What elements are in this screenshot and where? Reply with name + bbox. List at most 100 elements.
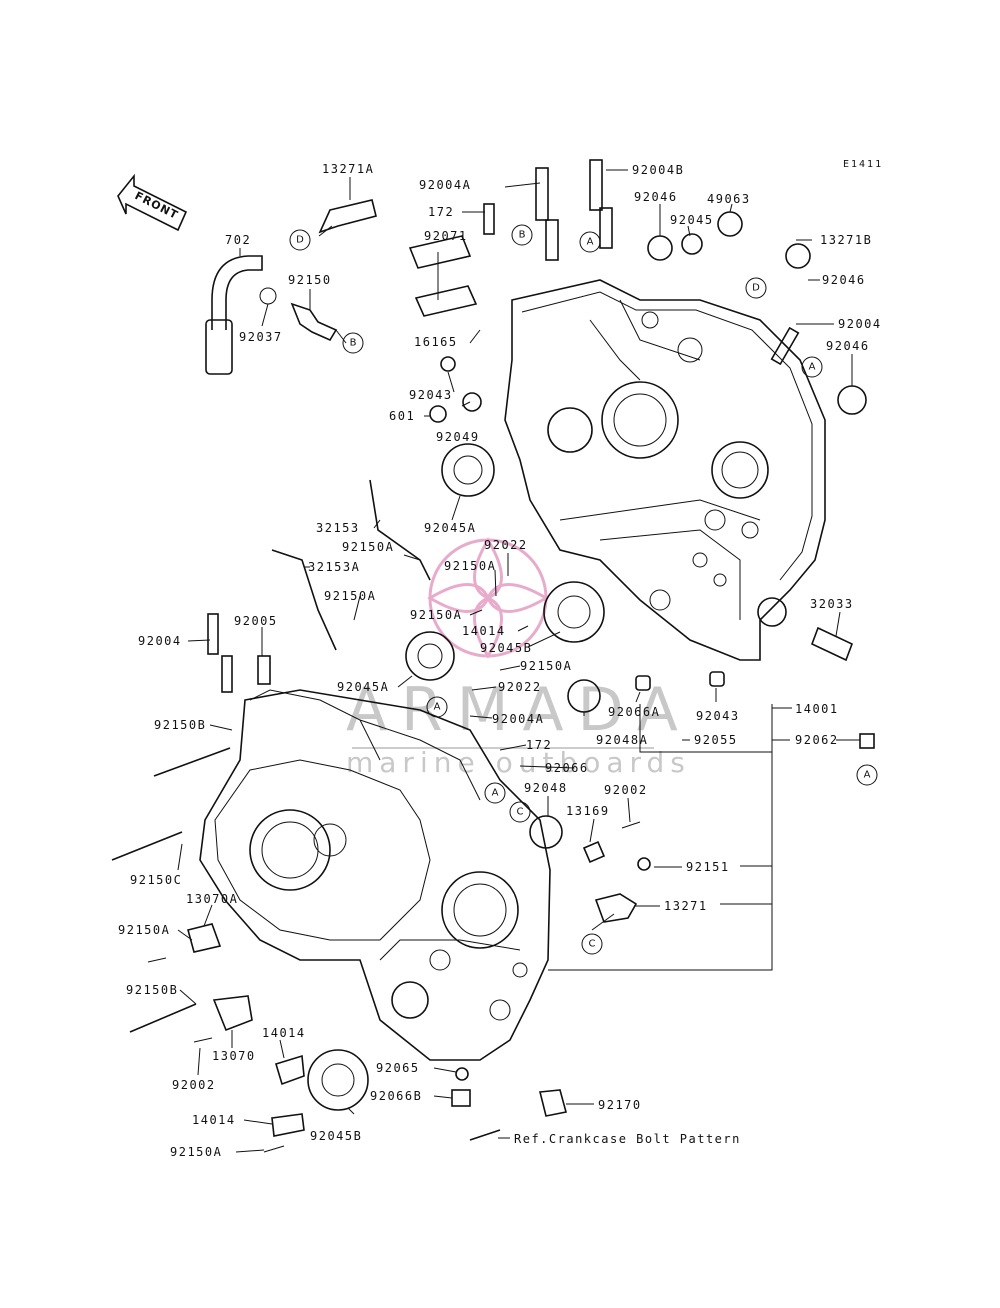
- label-32033: 32033: [810, 597, 854, 611]
- label-92066A: 92066A: [608, 705, 660, 719]
- part-labels: 13271A 92004A 92004B 172 92046 49063 920…: [118, 162, 882, 1159]
- bearing-92045A: [441, 443, 495, 497]
- label-92150B-1: 92150B: [154, 718, 206, 732]
- label-92150B-2: 92150B: [126, 983, 178, 997]
- label-92022-lower: 92022: [498, 680, 542, 694]
- label-92062: 92062: [795, 733, 839, 747]
- callout-a-top: A: [579, 231, 601, 253]
- bearing-92045A-lower: [405, 631, 455, 681]
- callout-b-case: B: [511, 224, 533, 246]
- label-13169: 13169: [566, 804, 610, 818]
- loose-parts: [111, 159, 875, 1153]
- label-92066B: 92066B: [370, 1089, 422, 1103]
- label-92005: 92005: [234, 614, 278, 628]
- label-13271: 13271: [664, 899, 708, 913]
- label-13070: 13070: [212, 1049, 256, 1063]
- svg-text:C: C: [589, 939, 596, 950]
- label-13070A: 13070A: [186, 892, 238, 906]
- callout-letters: D B B A D A A A C A C: [289, 224, 878, 955]
- label-92045B-upper: 92045B: [480, 641, 532, 655]
- label-14014-lower: 14014: [192, 1113, 236, 1127]
- svg-text:D: D: [752, 283, 760, 294]
- label-92150: 92150: [288, 273, 332, 287]
- label-92048: 92048: [524, 781, 568, 795]
- label-92150C: 92150C: [130, 873, 182, 887]
- callout-d-left: D: [289, 229, 311, 251]
- label-92150A-6: 92150A: [118, 923, 170, 937]
- label-702: 702: [225, 233, 251, 247]
- label-32153: 32153: [316, 521, 360, 535]
- label-92049: 92049: [436, 430, 480, 444]
- label-92150A-1: 92150A: [342, 540, 394, 554]
- label-92046-lower: 92046: [826, 339, 870, 353]
- svg-text:A: A: [864, 770, 871, 781]
- label-92045: 92045: [670, 213, 714, 227]
- callout-b-left: B: [342, 332, 364, 354]
- label-92150A-2: 92150A: [444, 559, 496, 573]
- svg-text:A: A: [809, 362, 816, 373]
- callout-a-bottom-right: A: [856, 764, 878, 786]
- label-14014-mid: 14014: [262, 1026, 306, 1040]
- label-49063: 49063: [707, 192, 751, 206]
- label-92045A-lower: 92045A: [337, 680, 389, 694]
- label-92004B: 92004B: [632, 163, 684, 177]
- label-13271B: 13271B: [820, 233, 872, 247]
- label-92045A-upper: 92045A: [424, 521, 476, 535]
- svg-text:A: A: [434, 702, 441, 713]
- label-92043-lower: 92043: [696, 709, 740, 723]
- label-92004-left: 92004: [138, 634, 182, 648]
- callout-a-right: A: [801, 356, 823, 378]
- label-92066: 92066: [545, 761, 589, 775]
- label-92170: 92170: [598, 1098, 642, 1112]
- label-92048A: 92048A: [596, 733, 648, 747]
- label-92043-upper: 92043: [409, 388, 453, 402]
- label-92151: 92151: [686, 860, 730, 874]
- svg-text:C: C: [517, 807, 524, 818]
- label-92037: 92037: [239, 330, 283, 344]
- lower-crankcase-half: [199, 689, 551, 1061]
- label-92002-right: 92002: [604, 783, 648, 797]
- label-92150A-4: 92150A: [410, 608, 462, 622]
- label-92046-top: 92046: [634, 190, 678, 204]
- callout-a-center: A: [426, 696, 448, 718]
- callout-c-right: C: [581, 933, 603, 955]
- label-172-lower: 172: [526, 738, 552, 752]
- label-172-top: 172: [428, 205, 454, 219]
- callout-d-right: D: [745, 277, 767, 299]
- upper-crankcase-half: [504, 279, 826, 661]
- label-92004A-lower: 92004A: [492, 712, 544, 726]
- label-14001: 14001: [795, 702, 839, 716]
- callout-c-mid: C: [509, 801, 531, 823]
- bearing-center: [543, 581, 605, 643]
- svg-text:A: A: [587, 237, 594, 248]
- label-16165: 16165: [414, 335, 458, 349]
- label-92004A: 92004A: [419, 178, 471, 192]
- label-601: 601: [389, 409, 415, 423]
- label-92071: 92071: [424, 229, 468, 243]
- watermark-subtitle: marine outboards: [346, 746, 691, 779]
- svg-text:B: B: [350, 338, 357, 349]
- label-92004-right: 92004: [838, 317, 882, 331]
- label-32153A: 32153A: [308, 560, 360, 574]
- label-92150A-3: 92150A: [324, 589, 376, 603]
- label-92045B-lower: 92045B: [310, 1129, 362, 1143]
- label-92150A-7: 92150A: [170, 1145, 222, 1159]
- bearing-92045B: [307, 1049, 369, 1111]
- label-92150A-5: 92150A: [520, 659, 572, 673]
- diagram-code: E1411: [843, 159, 883, 170]
- label-14014-upper: 14014: [462, 624, 506, 638]
- svg-text:D: D: [296, 235, 304, 246]
- callout-a-mid: A: [484, 782, 506, 804]
- label-92065: 92065: [376, 1061, 420, 1075]
- svg-text:A: A: [492, 788, 499, 799]
- front-arrow-icon: FRONT: [117, 173, 188, 232]
- label-92022-upper: 92022: [484, 538, 528, 552]
- watermark-pinwheel-icon: [427, 537, 549, 659]
- label-92046-right: 92046: [822, 273, 866, 287]
- reference-note: Ref.Crankcase Bolt Pattern: [514, 1132, 741, 1146]
- label-13271A: 13271A: [322, 162, 374, 176]
- svg-text:B: B: [519, 230, 526, 241]
- label-92002-left: 92002: [172, 1078, 216, 1092]
